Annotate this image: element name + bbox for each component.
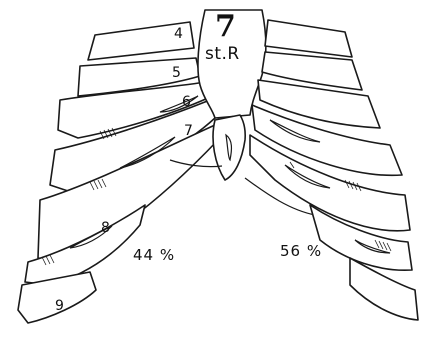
figure-number: 7 <box>215 12 236 42</box>
xiphoid-process <box>213 115 245 180</box>
rib-label-4: 4 <box>174 27 183 41</box>
left-percentage: 44 % <box>133 248 175 263</box>
rib-label-6: 6 <box>182 95 191 109</box>
rib-label-9: 9 <box>55 299 64 313</box>
rib-label-7: 7 <box>184 124 193 138</box>
right-rib-4 <box>265 20 352 57</box>
figure-subtitle: st.R <box>205 46 240 63</box>
right-percentage: 56 % <box>280 244 322 259</box>
rib-label-5: 5 <box>172 66 181 80</box>
rib-label-8: 8 <box>101 221 110 235</box>
